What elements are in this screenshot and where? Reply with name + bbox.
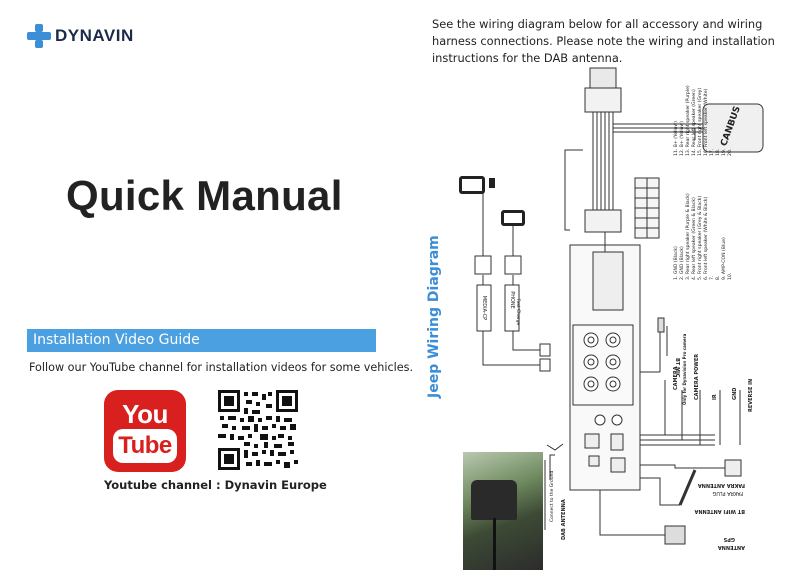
- page-title: Quick Manual: [66, 172, 343, 219]
- gnd-label: GND: [732, 388, 738, 400]
- fast-charge-label: Fast Charge: [515, 299, 521, 326]
- gps-label: GPS: [723, 536, 735, 542]
- camera-power-label: CAMERA POWER: [694, 354, 700, 400]
- bt-mic-label: BT MIC: [674, 358, 680, 378]
- pin-list-b: 11. B+ (Yellow) 12. B+ (Yellow) 13. Rear…: [673, 85, 733, 156]
- wiring-diagram: CANBUS MEDIA-CP PHONE Fast Charge 1. GND…: [459, 67, 764, 550]
- pin-item: 17.: [709, 149, 715, 156]
- diagram-intro-text: See the wiring diagram below for all acc…: [432, 17, 775, 65]
- pin-item: 5. Front right speaker (Grey & Black): [697, 196, 703, 280]
- follow-text: Follow our YouTube channel for installat…: [29, 361, 413, 374]
- diagram-title: Jeep Wiring Diagram: [426, 235, 442, 398]
- pin-item: 4. Rear left speaker (Green & Black): [691, 197, 697, 280]
- pin-item: 12. B+ (Yellow): [679, 121, 685, 156]
- dab-install-photo: [463, 452, 543, 570]
- youtube-logo-top: You: [122, 399, 168, 429]
- pin-list-a: 1. GND (Black) 2. GND (Black) 3. Rear ri…: [673, 193, 733, 280]
- dynavin-logo-icon: [27, 24, 51, 48]
- pin-item: 15. Front right speaker (Grey): [697, 88, 703, 156]
- pin-item: 11. B+ (Yellow): [673, 121, 679, 156]
- pin-item: 2. GND (Black): [679, 246, 685, 280]
- pin-item: 9. AMP-CON (Blue): [721, 237, 727, 280]
- antenna-label: ANTENNA: [718, 544, 745, 550]
- dab-mount: [471, 480, 517, 520]
- bt-wifi-antenna-label: BT WIFI ANTENNA: [694, 508, 745, 514]
- camera-label: CAMERA: [673, 366, 679, 390]
- pin-item: 18.: [715, 149, 721, 156]
- camera-note-label: Only for Dynavision Pro camera: [682, 333, 687, 405]
- media-cp-label: MEDIA-CP: [481, 296, 487, 320]
- pin-item: 10.: [727, 273, 733, 280]
- pin-item: 3. Rear right speaker (Purple & Black): [685, 193, 691, 280]
- youtube-logo-bottom: Tube: [113, 429, 177, 463]
- dynavin-logo: DYNAVIN: [27, 24, 134, 48]
- dab-cable: [493, 518, 496, 570]
- ir-label: IR: [712, 394, 718, 400]
- pin-item: 16. Front left speaker (White): [703, 88, 709, 156]
- dab-antenna-label: DAB ANTENNA: [561, 499, 567, 540]
- fakra-antenna-label: FAKRA ANTENNA: [698, 482, 745, 488]
- pin-item: 19.: [721, 149, 727, 156]
- brand-name: DYNAVIN: [55, 26, 134, 45]
- youtube-logo-icon[interactable]: You Tube: [104, 390, 186, 472]
- pin-item: 20.: [727, 149, 733, 156]
- connect-ground-label: Connect to the Ground: [549, 471, 555, 522]
- fakra-plug-label: FAKRA PLUG: [712, 490, 743, 496]
- pin-item: 13. Rear right speaker (Purple): [685, 85, 691, 156]
- reverse-in-label: REVERSE IN: [748, 379, 754, 412]
- pin-item: 7.: [709, 276, 715, 280]
- phone-label: PHONE: [509, 291, 515, 309]
- pin-item: 6. Front left speaker (White & Black): [703, 196, 709, 280]
- youtube-channel-caption: Youtube channel : Dynavin Europe: [104, 478, 327, 492]
- qr-code-icon[interactable]: [218, 390, 298, 470]
- pin-item: 8.: [715, 276, 721, 280]
- video-guide-heading: Installation Video Guide: [27, 329, 376, 352]
- pin-item: 1. GND (Black): [673, 246, 679, 280]
- pin-item: 14. Rear left speaker (Green): [691, 89, 697, 156]
